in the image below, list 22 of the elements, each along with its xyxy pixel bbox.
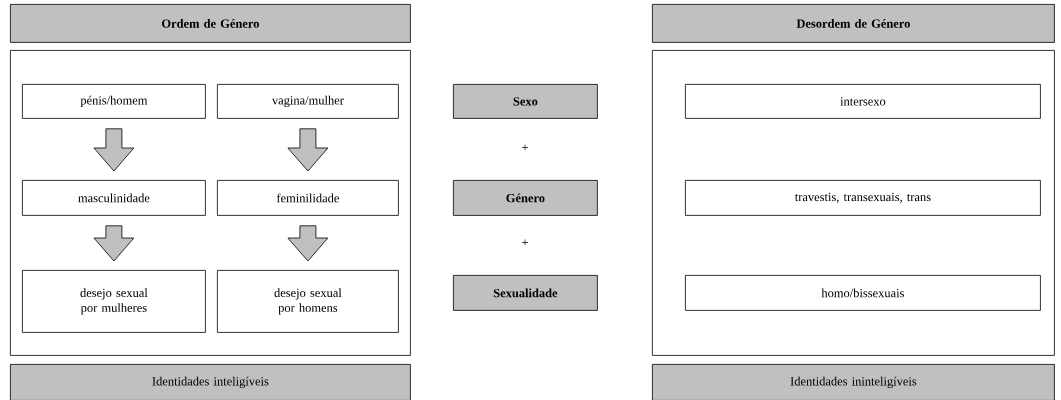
block-arrow [287,225,329,262]
text-box: homo/bissexuais [685,275,1041,311]
block-arrow [93,128,135,172]
plus-sign: + [522,144,528,151]
text-box: feminilidade [217,180,399,216]
category-box: Sexo [453,84,598,119]
header-band: Ordem de Género [10,4,411,43]
category-box: Sexualidade [453,275,598,311]
block-arrow [93,225,135,262]
text-box: desejo sexual por homens [217,270,399,333]
text-box: intersexo [685,84,1041,119]
text-box: travestis, transexuais, trans [685,180,1041,216]
plus-sign: + [522,239,528,246]
text-box: vagina/mulher [217,84,399,119]
text-box: pénis/homem [22,84,206,119]
category-box: Género [453,180,598,216]
footer-band: Identidades inteligíveis [10,364,411,400]
text-box: masculinidade [22,180,206,216]
footer-band: Identidades ininteligíveis [652,364,1055,400]
text-box: desejo sexual por mulheres [22,270,206,333]
header-band: Desordem de Género [652,4,1055,43]
block-arrow [287,128,329,172]
